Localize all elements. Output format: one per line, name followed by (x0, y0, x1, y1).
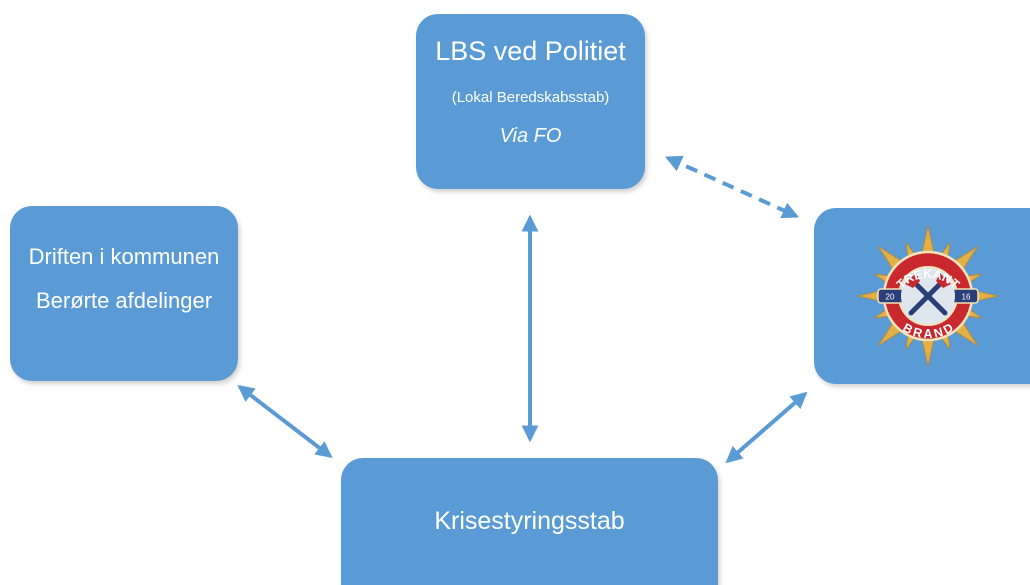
node-lbs-note: Via FO (499, 125, 562, 147)
logo-bottom-text: BRAND (900, 321, 955, 342)
node-krisestyringsstab: Krisestyringsstab (341, 458, 718, 585)
logo-year-right: 16 (962, 293, 971, 302)
node-driften-subtitle: Berørte afdelinger (35, 288, 213, 313)
node-lbs-subtitle: (Lokal Beredskabsstab) (451, 89, 610, 106)
connector-driften-krise (237, 384, 333, 459)
connector-lbs-trekant (664, 155, 800, 219)
node-krise-title: Krisestyringsstab (434, 506, 625, 535)
svg-text:BRAND: BRAND (900, 321, 955, 342)
logo-year-left: 20 (886, 293, 895, 302)
trekant-brand-logo: TREKANT BRAND 20 16 (857, 225, 999, 367)
node-lbs-politiet: LBS ved Politiet (Lokal Beredskabsstab) … (416, 14, 645, 189)
node-driften-kommunen: Driften i kommunen Berørte afdelinger (10, 206, 238, 381)
node-driften-title: Driften i kommunen (28, 244, 220, 269)
connector-trekant-krise (725, 391, 808, 464)
node-lbs-title: LBS ved Politiet (435, 36, 626, 66)
